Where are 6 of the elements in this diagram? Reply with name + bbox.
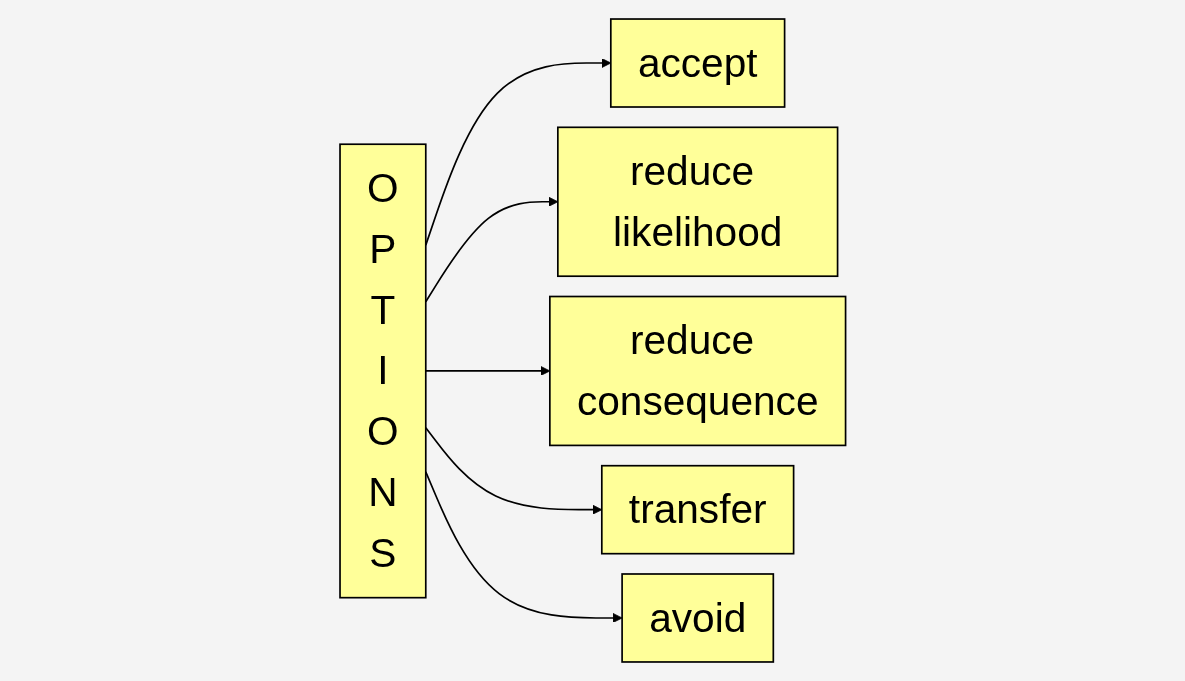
node-box: transfer — [600, 464, 795, 555]
node-box: avoid — [620, 573, 774, 663]
node-box: accept — [609, 18, 786, 108]
node-box: OPTIONS — [338, 143, 427, 599]
node-box: reduce likelihood — [556, 126, 839, 278]
node-box: reduce consequence — [548, 295, 847, 447]
